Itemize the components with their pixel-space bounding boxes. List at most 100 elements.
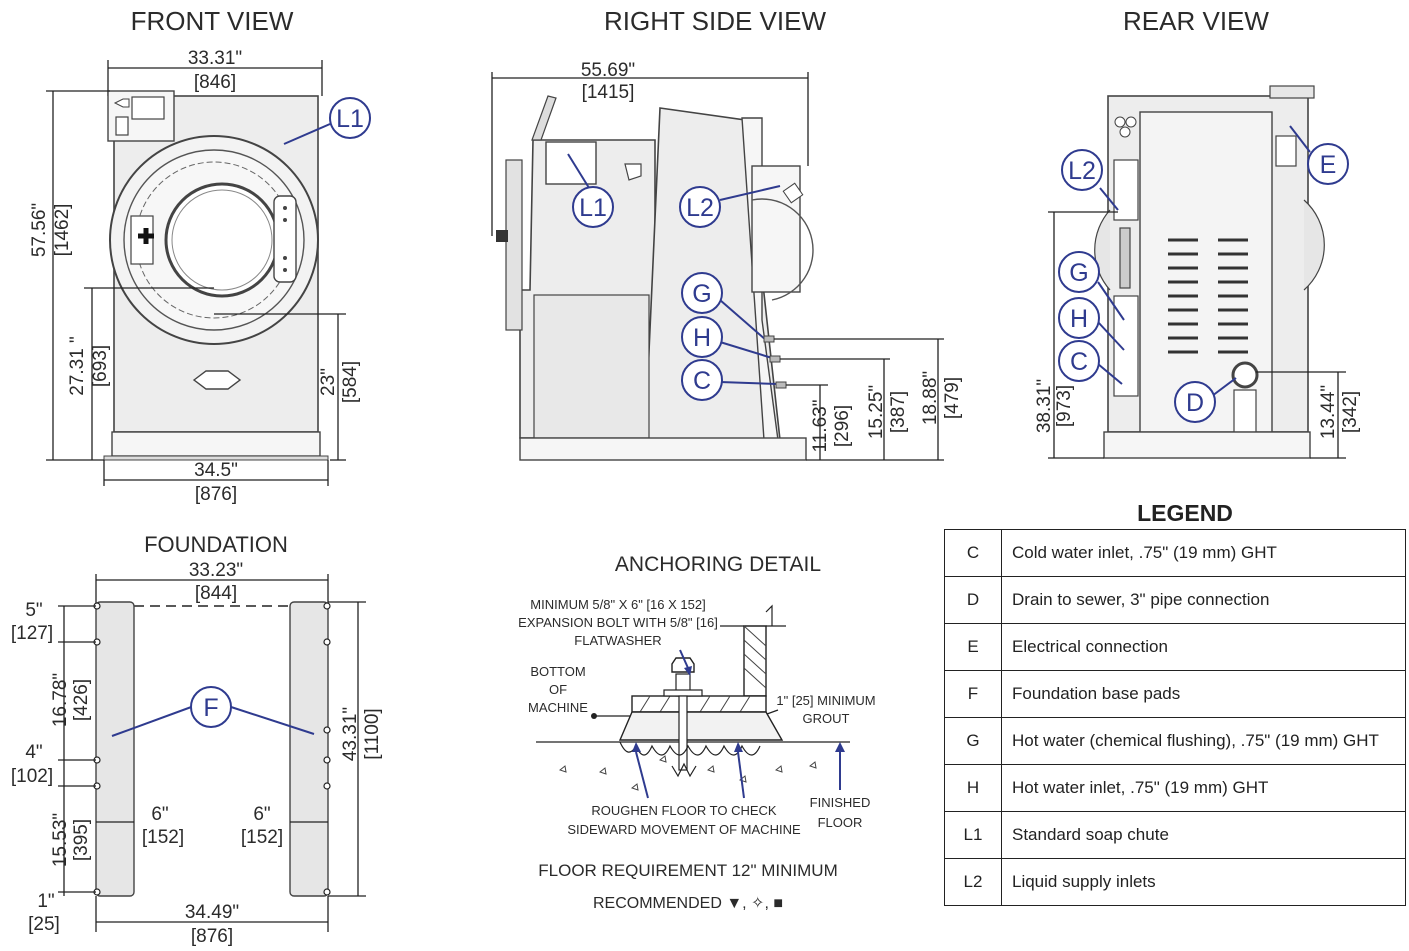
rear-l2-height-mm: [973] — [1054, 385, 1075, 427]
right-side-view: RIGHT SIDE VIEW 55.69" [1415] L1 L2 G H — [491, 6, 963, 461]
front-base — [111, 431, 321, 457]
anchoring-detail: ANCHORING DETAIL MINIMUM 5/8" X 6" [16 X… — [518, 553, 875, 912]
legend-desc: Standard soap chute — [1001, 811, 1406, 859]
front-width-mm: [846] — [194, 72, 236, 93]
front-door-height-mm: [693] — [90, 345, 111, 387]
foundation-title: FOUNDATION — [144, 532, 288, 557]
legend-desc: Hot water inlet, .75" (19 mm) GHT — [1001, 764, 1406, 812]
side-g-height-in: 18.88" — [920, 371, 941, 425]
foundation-b-in: 16.78" — [50, 673, 71, 727]
anchoring-finished-line2: FLOOR — [818, 815, 863, 830]
rear-view: REAR VIEW L2 E — [1034, 6, 1361, 459]
anchoring-bolt-line3: FLATWASHER — [574, 633, 661, 648]
foundation-top-in: 33.23" — [189, 560, 243, 581]
front-base-in: 34.5" — [194, 460, 238, 481]
foundation-pad-left-mm: [152] — [142, 827, 184, 848]
side-c-height-mm: [296] — [832, 405, 853, 447]
anchoring-bottom-line3: MACHINE — [528, 700, 588, 715]
floor-requirement-line1: FLOOR REQUIREMENT 12" MINIMUM — [538, 861, 837, 880]
rear-d-height-in: 13.44" — [1318, 385, 1339, 439]
foundation-b-mm: [426] — [71, 679, 92, 721]
foundation-top-mm: [844] — [195, 583, 237, 604]
foundation-pad-left-in: 6" — [151, 804, 168, 825]
foundation-bottom-mm: [876] — [191, 926, 233, 947]
callout-l1-front — [329, 97, 371, 139]
foundation-a-mm: [127] — [11, 623, 53, 644]
legend-desc: Drain to sewer, 3" pipe connection — [1001, 576, 1406, 624]
foundation-d-mm: [395] — [71, 819, 92, 861]
front-height-in: 57.56" — [29, 203, 50, 257]
anchoring-finished-line1: FINISHED — [810, 795, 871, 810]
svg-text:L1: L1 — [336, 105, 364, 133]
legend-key: E — [944, 623, 1002, 671]
side-depth-in: 55.69" — [581, 60, 635, 81]
svg-text:L2: L2 — [1068, 157, 1096, 185]
foundation-view: FOUNDATION 33.23" [844] F 5" [127] 16.78… — [11, 532, 383, 947]
front-view-title: FRONT VIEW — [131, 6, 294, 36]
foundation-c-in: 4" — [25, 742, 42, 763]
foundation-pad-right — [289, 601, 329, 897]
front-door-height-in: 27.31 " — [67, 336, 88, 396]
foundation-e-mm: [25] — [28, 914, 60, 935]
foundation-d-in: 15.53" — [50, 813, 71, 867]
callout-c-rear — [1058, 340, 1100, 382]
front-opening-mm: [584] — [340, 361, 361, 403]
floor-requirement-line2: RECOMMENDED ▼, ✧, ■ — [593, 895, 783, 912]
callout-h-rear — [1058, 297, 1100, 339]
side-h-height-mm: [387] — [888, 391, 909, 433]
legend-key: F — [944, 670, 1002, 718]
foundation-a-in: 5" — [25, 600, 42, 621]
side-g-height-mm: [479] — [942, 377, 963, 419]
svg-text:H: H — [693, 324, 711, 352]
front-opening-in: 23" — [318, 368, 339, 396]
legend-key: G — [944, 717, 1002, 765]
anchoring-grout-line1: 1" [25] MINIMUM — [776, 693, 875, 708]
callout-h-side — [681, 316, 723, 358]
side-h-height-in: 15.25" — [866, 385, 887, 439]
foundation-bottom-in: 34.49" — [185, 902, 239, 923]
foundation-depth-in: 43.31" — [340, 707, 361, 761]
foundation-pad-left — [95, 601, 135, 897]
svg-text:F: F — [203, 694, 218, 722]
legend-key: L1 — [944, 811, 1002, 859]
legend-key: L2 — [944, 858, 1002, 906]
legend-key: H — [944, 764, 1002, 812]
legend-desc: Liquid supply inlets — [1001, 858, 1406, 906]
callout-g-side — [681, 272, 723, 314]
anchoring-rough-line1: ROUGHEN FLOOR TO CHECK — [591, 803, 776, 818]
front-width-in: 33.31" — [188, 48, 242, 69]
foundation-pad-right-in: 6" — [253, 804, 270, 825]
rear-base — [1103, 431, 1311, 459]
legend-key: C — [944, 529, 1002, 577]
rear-view-title: REAR VIEW — [1123, 6, 1269, 36]
anchoring-grout-line2: GROUT — [803, 711, 850, 726]
anchoring-bolt-line2: EXPANSION BOLT WITH 5/8" [16] — [518, 615, 718, 630]
anchoring-bottom-line1: BOTTOM — [530, 664, 585, 679]
callout-l1-side — [572, 186, 614, 228]
callout-l2-rear — [1061, 149, 1103, 191]
anchoring-bolt-line1: MINIMUM 5/8" X 6" [16 X 152] — [530, 597, 705, 612]
svg-text:L2: L2 — [686, 194, 714, 222]
legend-desc: Cold water inlet, .75" (19 mm) GHT — [1001, 529, 1406, 577]
foundation-depth-mm: [1100] — [362, 708, 383, 759]
side-base — [519, 437, 807, 461]
front-door-handle — [273, 195, 297, 283]
side-view-title: RIGHT SIDE VIEW — [604, 6, 826, 36]
svg-text:G: G — [692, 280, 711, 308]
front-height-mm: [1462] — [52, 204, 73, 257]
svg-text:G: G — [1069, 259, 1088, 287]
foundation-c-mm: [102] — [11, 766, 53, 787]
legend-key: D — [944, 576, 1002, 624]
foundation-pad-right-mm: [152] — [241, 827, 283, 848]
svg-text:D: D — [1186, 389, 1204, 417]
